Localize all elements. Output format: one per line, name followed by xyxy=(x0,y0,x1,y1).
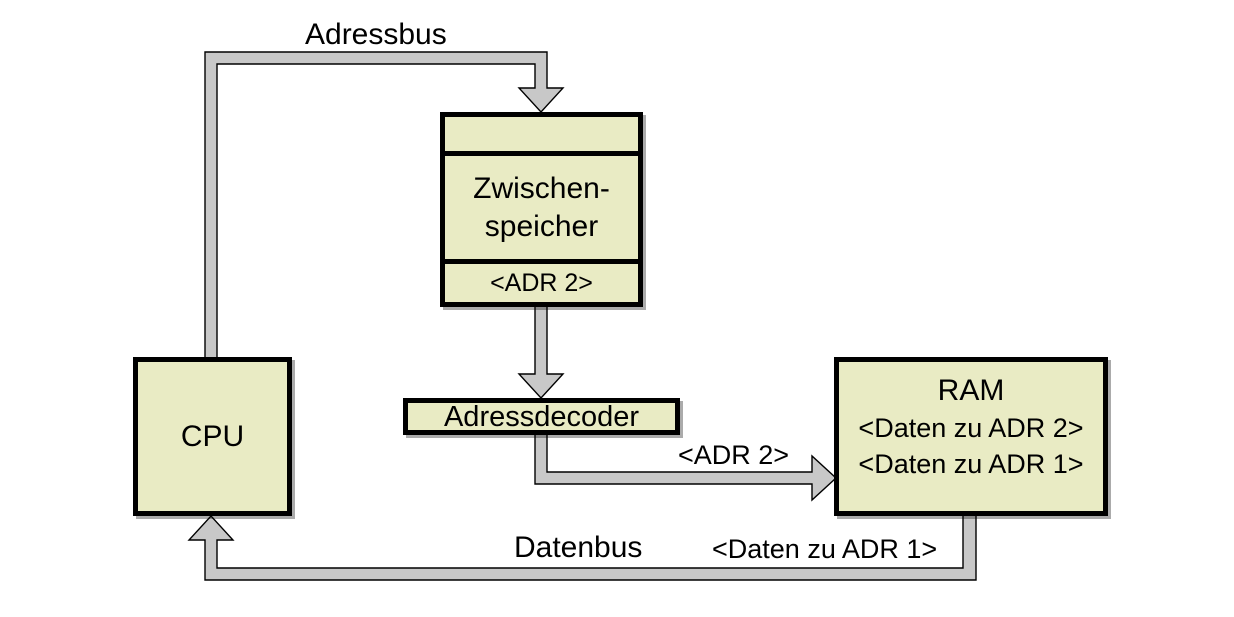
ram-row-1: <Daten zu ADR 1> xyxy=(858,449,1084,479)
adressbus-label: Adressbus xyxy=(305,18,447,51)
zwischenspeicher-value-text: <ADR 2> xyxy=(490,268,593,297)
adressbus-arrow xyxy=(204,51,565,361)
zwischenspeicher-box[interactable]: Zwischen- speicher <ADR 2> xyxy=(440,112,643,307)
adressdecoder-box[interactable]: Adressdecoder xyxy=(403,398,680,435)
ram-box[interactable]: RAM <Daten zu ADR 2> <Daten zu ADR 1> xyxy=(834,357,1108,516)
datenbus-arrow xyxy=(187,513,977,581)
cpu-label: CPU xyxy=(180,419,245,453)
ram-title: RAM xyxy=(937,374,1005,407)
zwischenspeicher-top-cell xyxy=(445,117,638,156)
zwischenspeicher-label-line1: Zwischen- xyxy=(473,171,610,205)
zs-to-decoder-arrow xyxy=(517,304,565,400)
decoder-to-ram-arrow xyxy=(534,432,838,502)
ram-row-0: <Daten zu ADR 2> xyxy=(858,413,1084,443)
datenbus-payload-label: <Daten zu ADR 1> xyxy=(712,534,938,564)
zwischenspeicher-value-cell: <ADR 2> xyxy=(445,264,638,302)
adressdecoder-label: Adressdecoder xyxy=(443,400,640,433)
zwischenspeicher-name-cell: Zwischen- speicher xyxy=(445,156,638,264)
cpu-box[interactable]: CPU xyxy=(133,357,292,516)
datenbus-label: Datenbus xyxy=(514,531,643,564)
zwischenspeicher-label-line2: speicher xyxy=(484,209,599,243)
decoder-to-ram-label: <ADR 2> xyxy=(678,440,790,470)
